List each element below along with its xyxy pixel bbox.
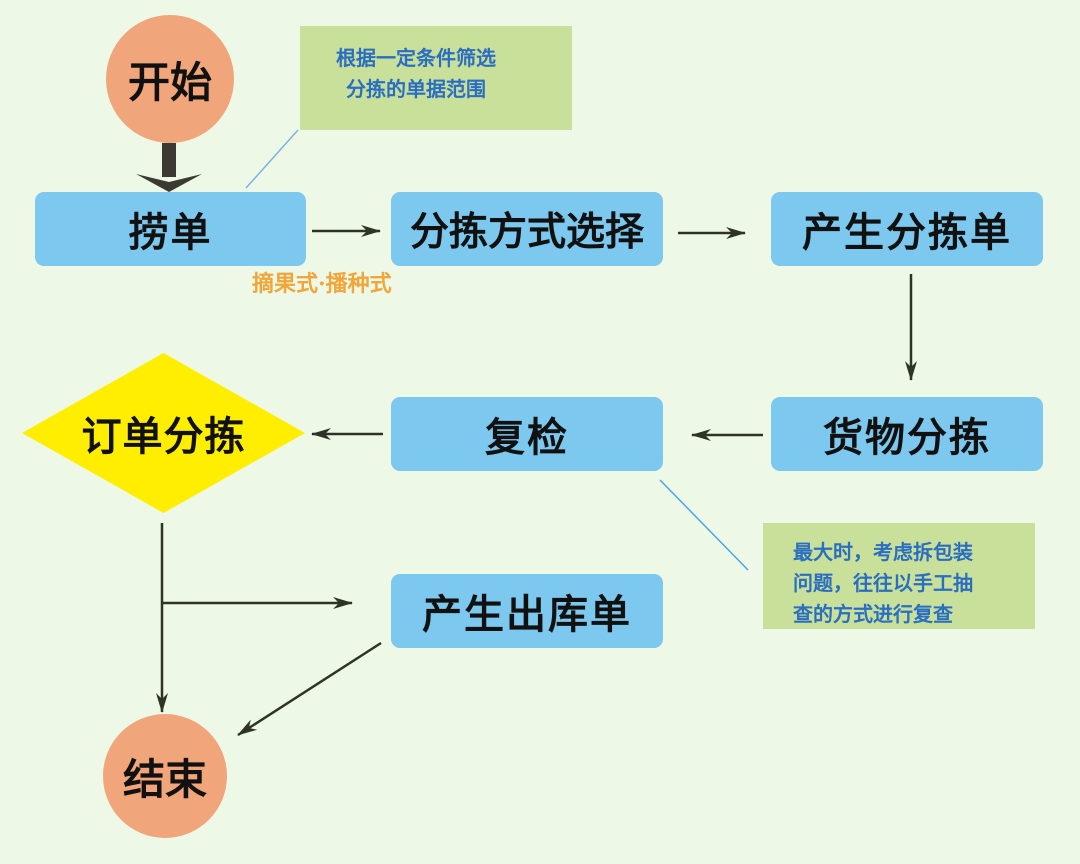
recheck-note-line-3: 查的方式进行复查	[793, 602, 953, 626]
end-label: 结束	[122, 754, 207, 804]
order-sorting-decision[interactable]: 订单分拣	[22, 353, 305, 513]
filter-note-line-2: 分拣的单据范围	[346, 77, 486, 101]
collect-orders-node[interactable]: 捞单	[35, 192, 306, 266]
generate-outbound-node[interactable]: 产生出库单	[391, 574, 663, 648]
filter-note: 根据一定条件筛选 分拣的单据范围	[300, 26, 572, 130]
generate-pick-list-label: 产生分拣单	[802, 209, 1012, 256]
recheck-note: 最大时，考虑拆包装 问题，往往以手工抽 查的方式进行复查	[763, 523, 1035, 629]
end-node[interactable]: 结束	[103, 714, 227, 838]
sorting-method-label: 分拣方式选择	[409, 209, 644, 255]
start-label: 开始	[127, 57, 212, 107]
picking-methods-label: 摘果式·播种式	[252, 271, 392, 297]
filter-note-line-1: 根据一定条件筛选	[336, 46, 496, 70]
recheck-node[interactable]: 复检	[391, 397, 663, 471]
order-sorting-label: 订单分拣	[81, 413, 246, 460]
sorting-method-node[interactable]: 分拣方式选择	[391, 192, 663, 266]
recheck-label: 复检	[485, 414, 569, 461]
generate-outbound-label: 产生出库单	[422, 591, 632, 638]
goods-sorting-node[interactable]: 货物分拣	[771, 397, 1043, 471]
diamond-shape	[22, 353, 305, 513]
generate-pick-list-node[interactable]: 产生分拣单	[771, 192, 1043, 266]
edge-start-to-collect	[136, 143, 202, 192]
collect-orders-label: 捞单	[128, 209, 213, 256]
recheck-note-line-2: 问题，往往以手工抽	[793, 571, 973, 595]
recheck-note-line-1: 最大时，考虑拆包装	[793, 540, 973, 564]
edge-outbound-to-end	[237, 641, 382, 737]
start-node[interactable]: 开始	[106, 15, 234, 143]
note-leader-recheck	[659, 479, 749, 571]
note-leader-filter	[245, 129, 299, 189]
goods-sorting-label: 货物分拣	[823, 414, 991, 461]
